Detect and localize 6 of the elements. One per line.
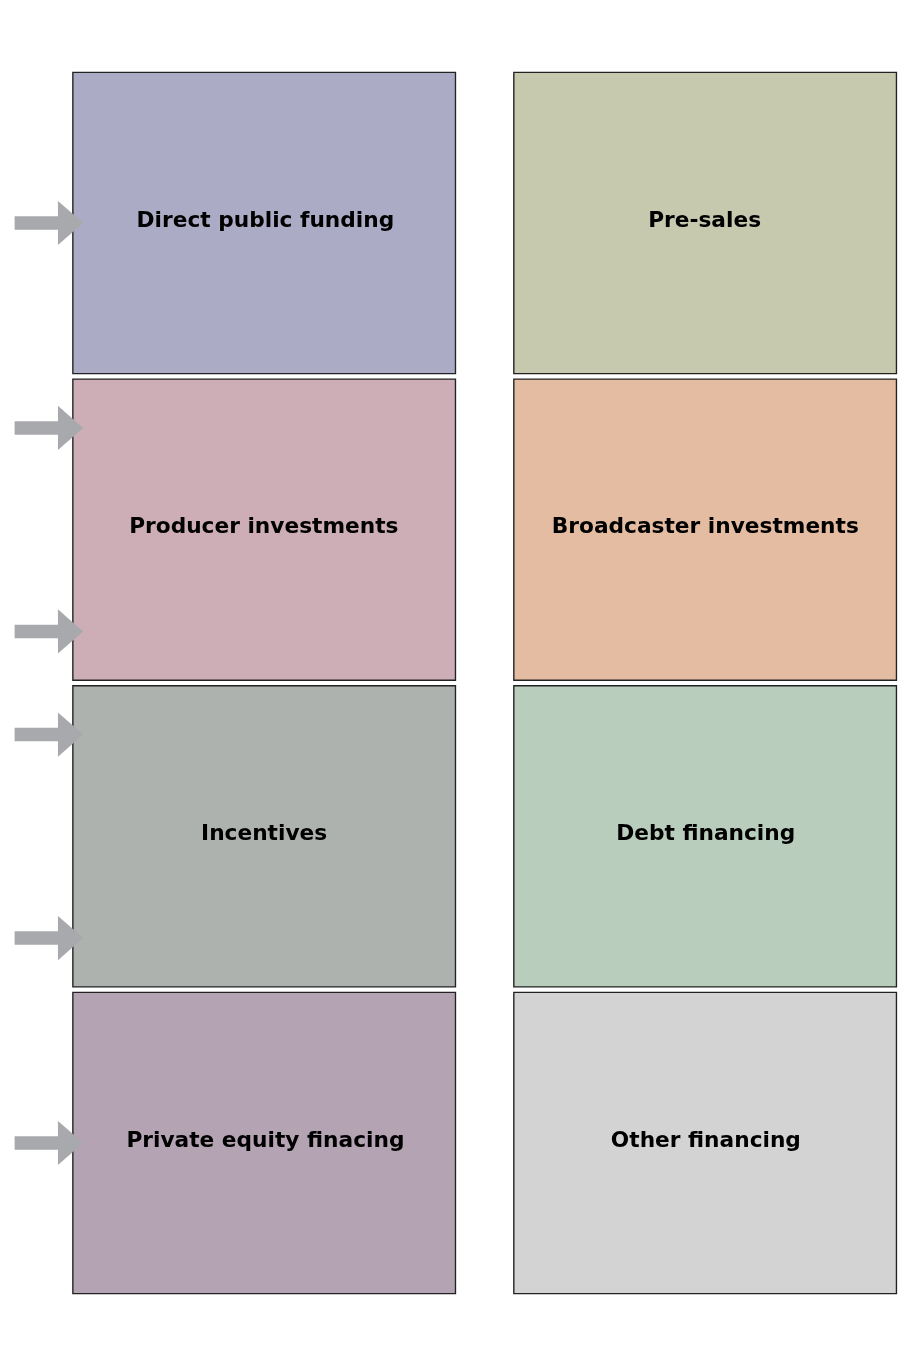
arrow [14,915,84,960]
arrow [14,1120,84,1165]
arrow [14,200,84,245]
arrow [14,405,84,450]
arrow [14,712,84,757]
arrow [14,608,84,653]
